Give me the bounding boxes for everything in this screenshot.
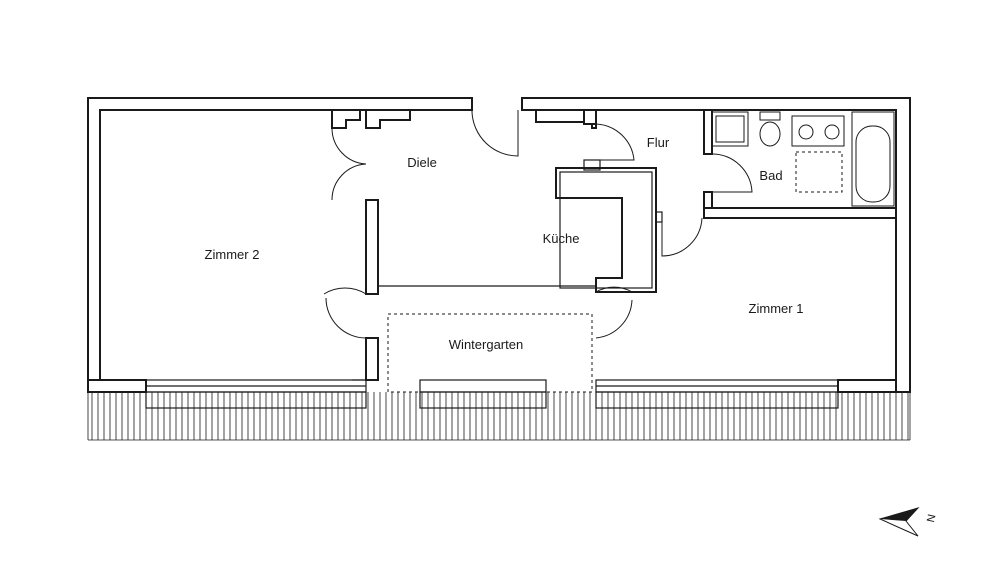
interior-walls <box>331 109 897 381</box>
balcony-terrace <box>87 392 911 441</box>
label-flur: Flur <box>647 135 670 150</box>
label-bad: Bad <box>759 168 782 183</box>
doors <box>323 110 753 339</box>
compass-label: N <box>925 513 938 523</box>
label-zimmer-2: Zimmer 2 <box>205 247 260 262</box>
label-wintergarten: Wintergarten <box>449 337 523 352</box>
wintergarten-outline <box>387 313 593 393</box>
label-diele: Diele <box>407 155 437 170</box>
label-kueche: Küche <box>543 231 580 246</box>
north-arrow-icon: N <box>878 507 939 537</box>
bathroom-fixtures <box>711 111 895 207</box>
label-zimmer-1: Zimmer 1 <box>749 301 804 316</box>
